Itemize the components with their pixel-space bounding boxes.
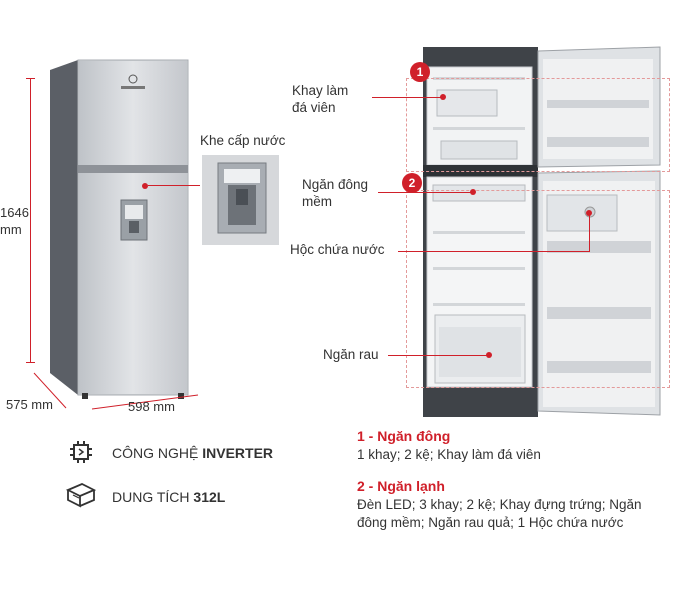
section-freezer-title: 1 - Ngăn đông xyxy=(357,428,451,444)
section-freezer-body: 1 khay; 2 kệ; Khay làm đá viên xyxy=(357,447,541,462)
soft-freeze-label: Ngăn đông mềm xyxy=(302,177,369,209)
water-tank-marker xyxy=(586,210,592,216)
feature-capacity-value: 312L xyxy=(193,489,226,505)
ice-tray-leader xyxy=(372,97,442,98)
fridge-badge: 2 xyxy=(402,173,422,193)
ice-tray-label: Khay làm đá viên xyxy=(292,83,349,115)
depth-label: 575 mm xyxy=(6,397,53,412)
water-slot-inset-image xyxy=(202,155,279,245)
water-tank-label: Hộc chứa nước xyxy=(290,242,385,257)
ice-tray-marker xyxy=(440,94,446,100)
feature-inverter: CÔNG NGHỆ INVERTER xyxy=(112,445,273,461)
capacity-cube-icon xyxy=(65,483,97,508)
feature-inverter-prefix: CÔNG NGHỆ xyxy=(112,445,203,461)
width-dimension-line xyxy=(91,394,199,410)
soft-freeze-marker xyxy=(470,189,476,195)
depth-dimension-line xyxy=(33,372,67,409)
water-slot-label: Khe cấp nước xyxy=(200,133,286,148)
water-slot-leader xyxy=(148,185,200,186)
soft-freeze-leader xyxy=(378,192,473,193)
section-fridge-body: Đèn LED; 3 khay; 2 kệ; Khay đựng trứng; … xyxy=(357,497,642,530)
freezer-badge: 1 xyxy=(410,62,430,82)
freezer-section-outline xyxy=(406,78,670,172)
feature-inverter-value: INVERTER xyxy=(202,445,274,461)
veg-drawer-label: Ngăn rau xyxy=(323,347,379,362)
feature-capacity: DUNG TÍCH 312L xyxy=(112,489,225,505)
height-label: 1646 mm xyxy=(0,205,29,237)
fridge-closed-image xyxy=(50,59,189,399)
fridge-section-outline xyxy=(406,190,670,388)
water-slot-marker xyxy=(142,183,148,189)
height-dim-cap-top xyxy=(26,78,35,79)
section-fridge-title: 2 - Ngăn lạnh xyxy=(357,478,445,494)
water-tank-leader-h xyxy=(398,251,590,252)
veg-drawer-leader xyxy=(388,355,488,356)
veg-drawer-marker xyxy=(486,352,492,358)
height-dim-cap-bottom xyxy=(26,362,35,363)
inverter-chip-icon xyxy=(70,441,92,463)
width-label: 598 mm xyxy=(128,399,175,414)
water-tank-leader-v xyxy=(589,214,590,252)
feature-capacity-prefix: DUNG TÍCH xyxy=(112,489,194,505)
height-dimension-line xyxy=(30,78,31,363)
